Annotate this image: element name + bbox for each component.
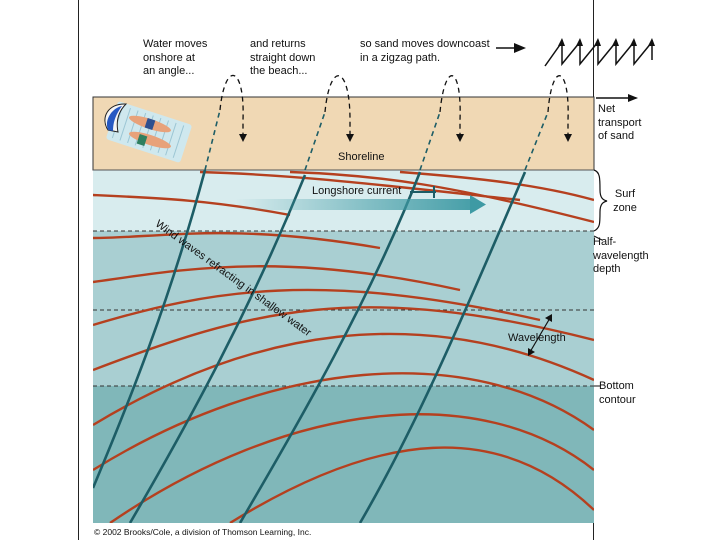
wavelength-arrowhead-bottom	[528, 348, 535, 356]
swash-paths	[219, 74, 569, 135]
wave-crest	[93, 288, 541, 327]
swimsuit-1	[144, 118, 156, 130]
wave-crest	[399, 170, 594, 202]
beach-ray-extensions	[204, 109, 549, 171]
sunbathers-illustration	[104, 101, 192, 163]
swimsuit-2	[136, 134, 148, 146]
umbrella-stripe	[106, 106, 122, 131]
half-wavelength-leader	[593, 235, 603, 241]
deep-water-band	[93, 386, 594, 523]
arrowhead	[564, 134, 572, 142]
zigzag-sand-path	[544, 39, 653, 67]
wave-crest	[93, 332, 594, 427]
wave-crest	[93, 306, 594, 372]
swash-arc	[324, 75, 351, 135]
net-transport-arrowhead	[628, 94, 638, 102]
wave-ray	[358, 171, 527, 523]
beach-ray-dash	[419, 111, 441, 171]
caption-water-moves: Water moves onshore at an angle...	[143, 38, 208, 77]
label-longshore-current: Longshore current	[312, 185, 402, 197]
wave-crest	[109, 413, 594, 523]
wave-ray	[238, 171, 422, 523]
wave-crest	[289, 170, 594, 224]
longshore-current-shaft	[235, 199, 475, 210]
arrowhead	[346, 134, 354, 142]
wavelength-arrow	[529, 317, 551, 353]
beach-ray-dash	[524, 111, 549, 171]
arrowhead	[456, 134, 464, 142]
zigzag-arrowheads	[514, 38, 655, 53]
wave-crest	[229, 446, 594, 523]
label-wavelength: Wavelength	[508, 332, 566, 344]
beach-ray-dash	[204, 109, 221, 171]
wave-crest	[93, 193, 291, 217]
arrowhead	[239, 134, 247, 142]
longshore-current-head	[470, 195, 486, 214]
beach-ray-dash	[304, 111, 326, 171]
wave-ray	[93, 170, 207, 489]
wave-crest	[93, 231, 381, 250]
label-net-transport: Net transport of sand	[598, 103, 642, 142]
swash-arrowheads	[239, 134, 572, 142]
copyright-credit: © 2002 Brooks/Cole, a division of Thomso…	[94, 527, 312, 537]
wave-crest	[93, 265, 461, 292]
label-half-wavelength: Half- wavelength depth	[593, 236, 649, 275]
wave-ray	[128, 174, 307, 523]
wave-crest	[199, 170, 521, 202]
label-bottom-contour: Bottom contour	[599, 380, 636, 406]
wave-crests	[93, 170, 594, 523]
label-surf-zone: Surf zone	[613, 188, 637, 214]
label-shoreline: Shoreline	[338, 151, 385, 163]
wave-crest	[93, 372, 594, 472]
wave-orthogonals	[93, 170, 527, 523]
surf-zone-bracket	[593, 169, 608, 232]
caption-so-sand: so sand moves downcoast in a zigzag path…	[360, 38, 490, 64]
wavelength-arrowhead-top	[545, 314, 552, 322]
caption-and-returns: and returns straight down the beach...	[250, 38, 316, 77]
